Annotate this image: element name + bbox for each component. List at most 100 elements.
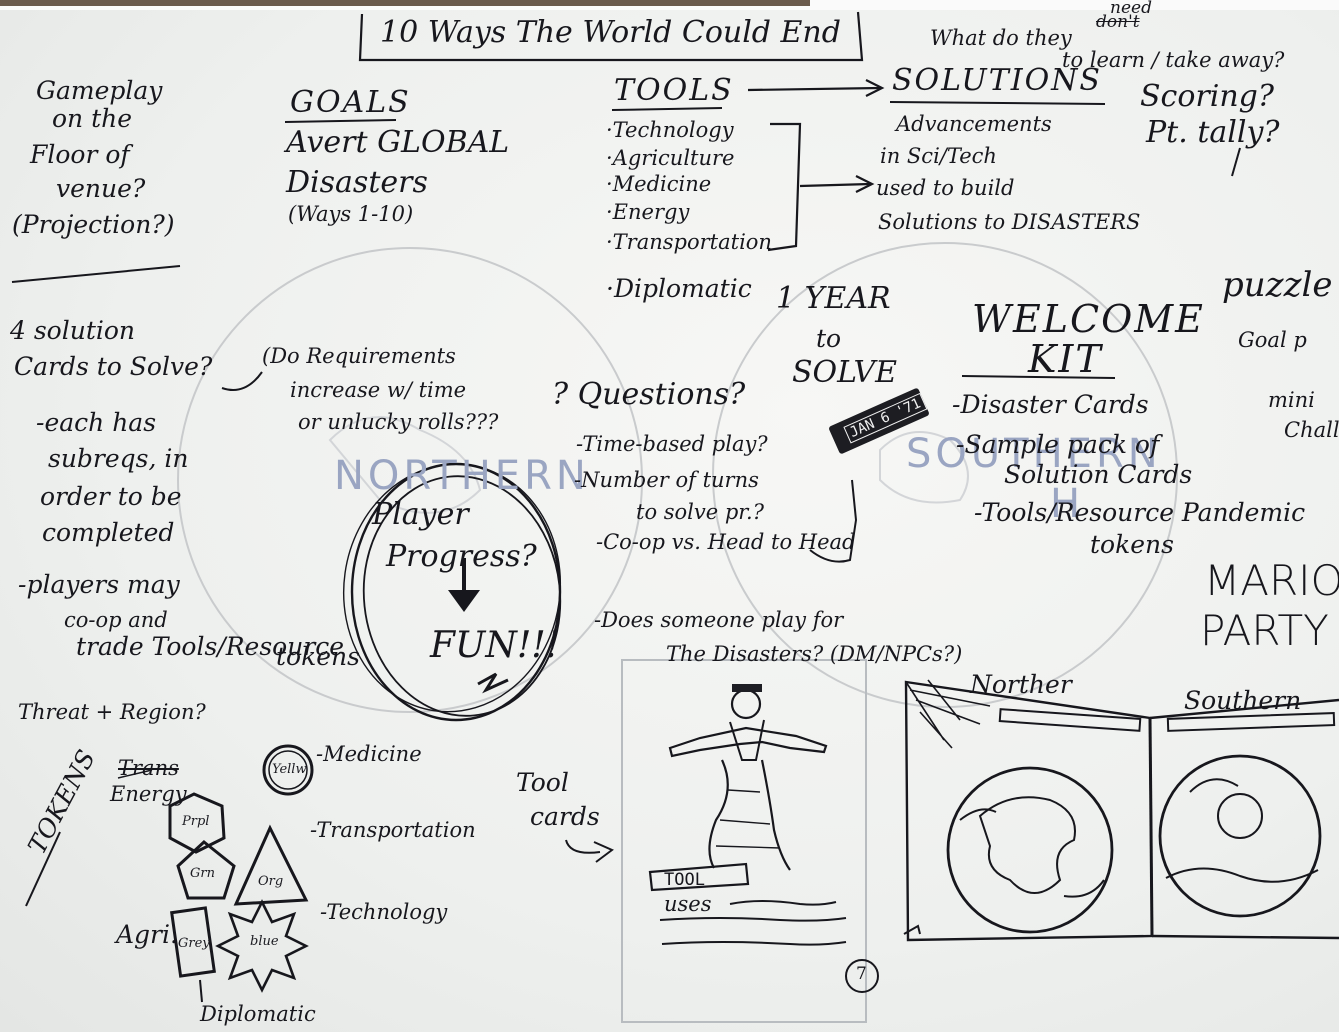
header-note-line1: What do they: [930, 26, 1072, 50]
question-item-0: -Time-based play?: [576, 432, 768, 456]
faint-northern-circle: [177, 247, 643, 713]
threat-region-note: Threat + Region?: [18, 700, 206, 724]
solution-cards-6: -players may: [18, 570, 180, 599]
question-item-4: -Does someone play for: [594, 608, 844, 632]
tools-item-4: ·Transportation: [606, 230, 772, 254]
puzzle-note-0: puzzle: [1222, 265, 1333, 305]
solution-cards-5: completed: [42, 518, 175, 547]
tools-item-2: ·Medicine: [606, 172, 712, 196]
gameplay-note-3: venue?: [56, 174, 146, 203]
tools-item-5: ·Diplomatic: [606, 274, 752, 303]
tools-heading: TOOLS: [614, 73, 734, 108]
faint-northern-label: NORTHERN: [334, 453, 590, 499]
tool-card-sketch-title: TOOL: [664, 870, 705, 890]
solution-cards-3: subreqs, in: [48, 444, 189, 473]
scoring-line-1: Pt. tally?: [1146, 115, 1280, 150]
gameplay-note-2: Floor of: [30, 140, 130, 169]
tool-banner: [648, 862, 750, 892]
requirements-note-0: (Do Requirements: [262, 344, 456, 368]
triangle-token-text: Org: [258, 874, 284, 889]
page-number: 7: [856, 964, 867, 984]
welcome-kit-heading-1: KIT: [1028, 337, 1103, 381]
puzzle-note-1: Goal p: [1238, 328, 1307, 352]
star-token-icon: [215, 899, 309, 993]
page-title: 10 Ways The World Could End: [380, 15, 841, 50]
header-note-strike: don't: [1096, 12, 1140, 32]
hexagon-token-icon: [168, 792, 226, 854]
tools-item-3: ·Energy: [606, 200, 690, 224]
player-progress-2: FUN!!!: [430, 625, 561, 666]
token-label-agri: Agri.: [116, 920, 178, 949]
welcome-kit-item-2: Solution Cards: [1004, 460, 1193, 489]
tool-cards-1: cards: [530, 802, 600, 831]
solution-cards-7: co-op and: [64, 608, 168, 632]
questions-heading: ? Questions?: [552, 377, 746, 412]
header-note-insert: need: [1110, 0, 1152, 18]
player-progress-0: Player: [372, 497, 469, 532]
welcome-kit-item-3: -Tools/Resource Pandemic: [974, 498, 1306, 527]
year-to-solve-2: SOLVE: [792, 355, 898, 390]
tools-item-1: ·Agriculture: [606, 146, 735, 170]
figure-head: [730, 688, 762, 720]
title-box: [358, 11, 864, 62]
board-left-panel: [904, 680, 1154, 942]
scoring-line-0: Scoring?: [1140, 79, 1274, 114]
board-right-panel: [1149, 698, 1339, 940]
goals-line-1: Disasters: [286, 165, 428, 200]
page-number-circle: [845, 959, 879, 993]
board-corner-lines: [905, 679, 991, 749]
faint-southern-label: SOUTHERN: [906, 431, 1162, 477]
header-note-line2: to learn / take away?: [1062, 48, 1285, 72]
mario-party-0: MARIO*: [1204, 556, 1339, 605]
token-label-energy: Energy: [110, 782, 187, 806]
board-label-southern: Southern: [1184, 686, 1302, 715]
solution-cards-4: order to be: [40, 482, 182, 511]
solution-cards-0: 4 solution: [10, 316, 136, 345]
token-label-technology: -Technology: [320, 900, 448, 924]
token-label-medicine: -Medicine: [316, 742, 422, 766]
solutions-line-2: used to build: [876, 176, 1015, 200]
triangle-token-icon: [233, 824, 309, 906]
tool-cards-0: Tool: [516, 768, 569, 797]
year-to-solve-0: 1 YEAR: [776, 281, 891, 316]
token-label-transportation: -Transportation: [310, 818, 476, 842]
mario-party-1: PARTY: [1200, 606, 1329, 655]
solutions-line-3: Solutions to DISASTERS: [878, 210, 1141, 234]
tools-bracket: [767, 122, 802, 252]
goals-heading: GOALS: [290, 85, 411, 120]
photo-edge: [0, 0, 1339, 10]
solution-cards-2: -each has: [36, 408, 157, 437]
token-label-energy-crossed: Trans: [118, 756, 179, 780]
welcome-kit-heading-0: WELCOME: [972, 297, 1205, 341]
year-to-solve-1: to: [816, 324, 842, 353]
board-label-northern: Norther: [970, 670, 1072, 699]
solution-cards-9: tokens: [276, 642, 360, 671]
faint-southern-circle: [712, 242, 1178, 708]
puzzle-note-2: mini: [1268, 388, 1315, 412]
question-item-2: to solve pr.?: [636, 500, 764, 524]
requirements-note-2: or unlucky rolls???: [298, 410, 499, 434]
tools-item-0: ·Technology: [606, 118, 734, 142]
solutions-heading: SOLUTIONS: [892, 63, 1102, 98]
rect-token-icon: [170, 906, 216, 978]
solution-cards-1: Cards to Solve?: [14, 352, 213, 381]
token-label-diplomatic: Diplomatic: [200, 1002, 316, 1026]
solution-cards-8: trade Tools/Resource: [76, 632, 345, 661]
player-progress-1: Progress?: [386, 539, 537, 574]
tool-card-outline: [621, 659, 867, 1023]
circle-token-text: Yellw: [272, 762, 307, 777]
solutions-line-0: Advancements: [896, 112, 1052, 136]
puzzle-note-3: Challe: [1284, 418, 1339, 442]
requirements-note-1: increase w/ time: [290, 378, 467, 402]
circle-token-icon: [262, 744, 314, 796]
hex-token-text: Prpl: [182, 814, 210, 829]
welcome-kit-item-0: -Disaster Cards: [952, 390, 1149, 419]
welcome-kit-item-1: -Sample pack of: [956, 430, 1160, 459]
rect-token-text: Grey: [178, 936, 210, 951]
faint-h-label: H: [1050, 481, 1085, 527]
southern-globe: [1158, 754, 1322, 918]
arrow-tools-solutions: [747, 86, 881, 92]
figure-arms: [668, 726, 828, 758]
